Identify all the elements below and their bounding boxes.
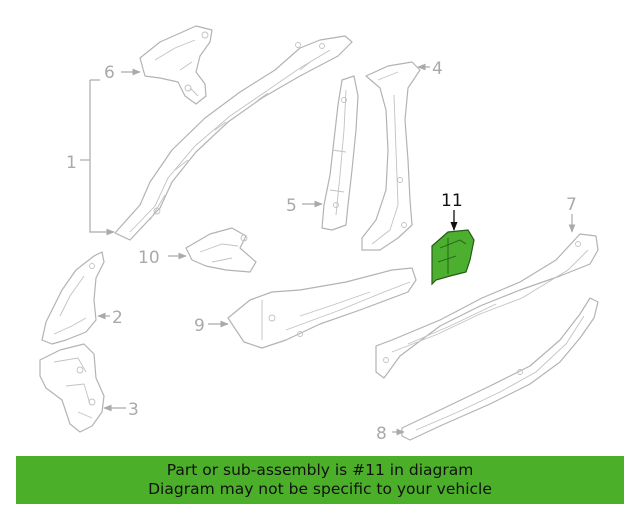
part-8-lower-sill (401, 297, 599, 441)
callout-1: 1 (66, 153, 77, 173)
callout-10: 10 (138, 248, 160, 268)
part-10-bracket (185, 227, 257, 273)
banner-line-part: Part or sub-assembly is #11 in diagram (166, 461, 474, 479)
callout-3: 3 (128, 400, 139, 420)
part-9-inner-rocker (227, 267, 417, 349)
callout-11-highlighted: 11 (441, 191, 463, 211)
part-3-hinge-pillar (39, 343, 105, 433)
callout-labels: 1 6 4 5 10 2 9 3 7 8 11 (66, 59, 577, 444)
parts-diagram: 1 6 4 5 10 2 9 3 7 8 11 (39, 25, 599, 444)
part-1-roof-rail (114, 35, 353, 241)
part-4-b-pillar (361, 61, 421, 251)
banner-line-disclaimer: Diagram may not be specific to your vehi… (148, 480, 492, 498)
callout-7: 7 (566, 195, 577, 215)
leader-lines (80, 63, 576, 436)
callout-8: 8 (376, 424, 387, 444)
callout-5: 5 (286, 196, 297, 216)
part-7-outer-rocker (375, 233, 599, 379)
callout-9: 9 (194, 316, 205, 336)
part-6-bracket (139, 25, 213, 105)
callout-2: 2 (112, 308, 123, 328)
part-11-highlighted (431, 229, 475, 286)
part-5-pillar-reinforcement (321, 75, 359, 231)
callout-6: 6 (104, 63, 115, 83)
info-banner: Part or sub-assembly is #11 in diagram D… (16, 456, 624, 504)
callout-4: 4 (432, 59, 443, 79)
part-2-lower-pillar (41, 251, 105, 345)
